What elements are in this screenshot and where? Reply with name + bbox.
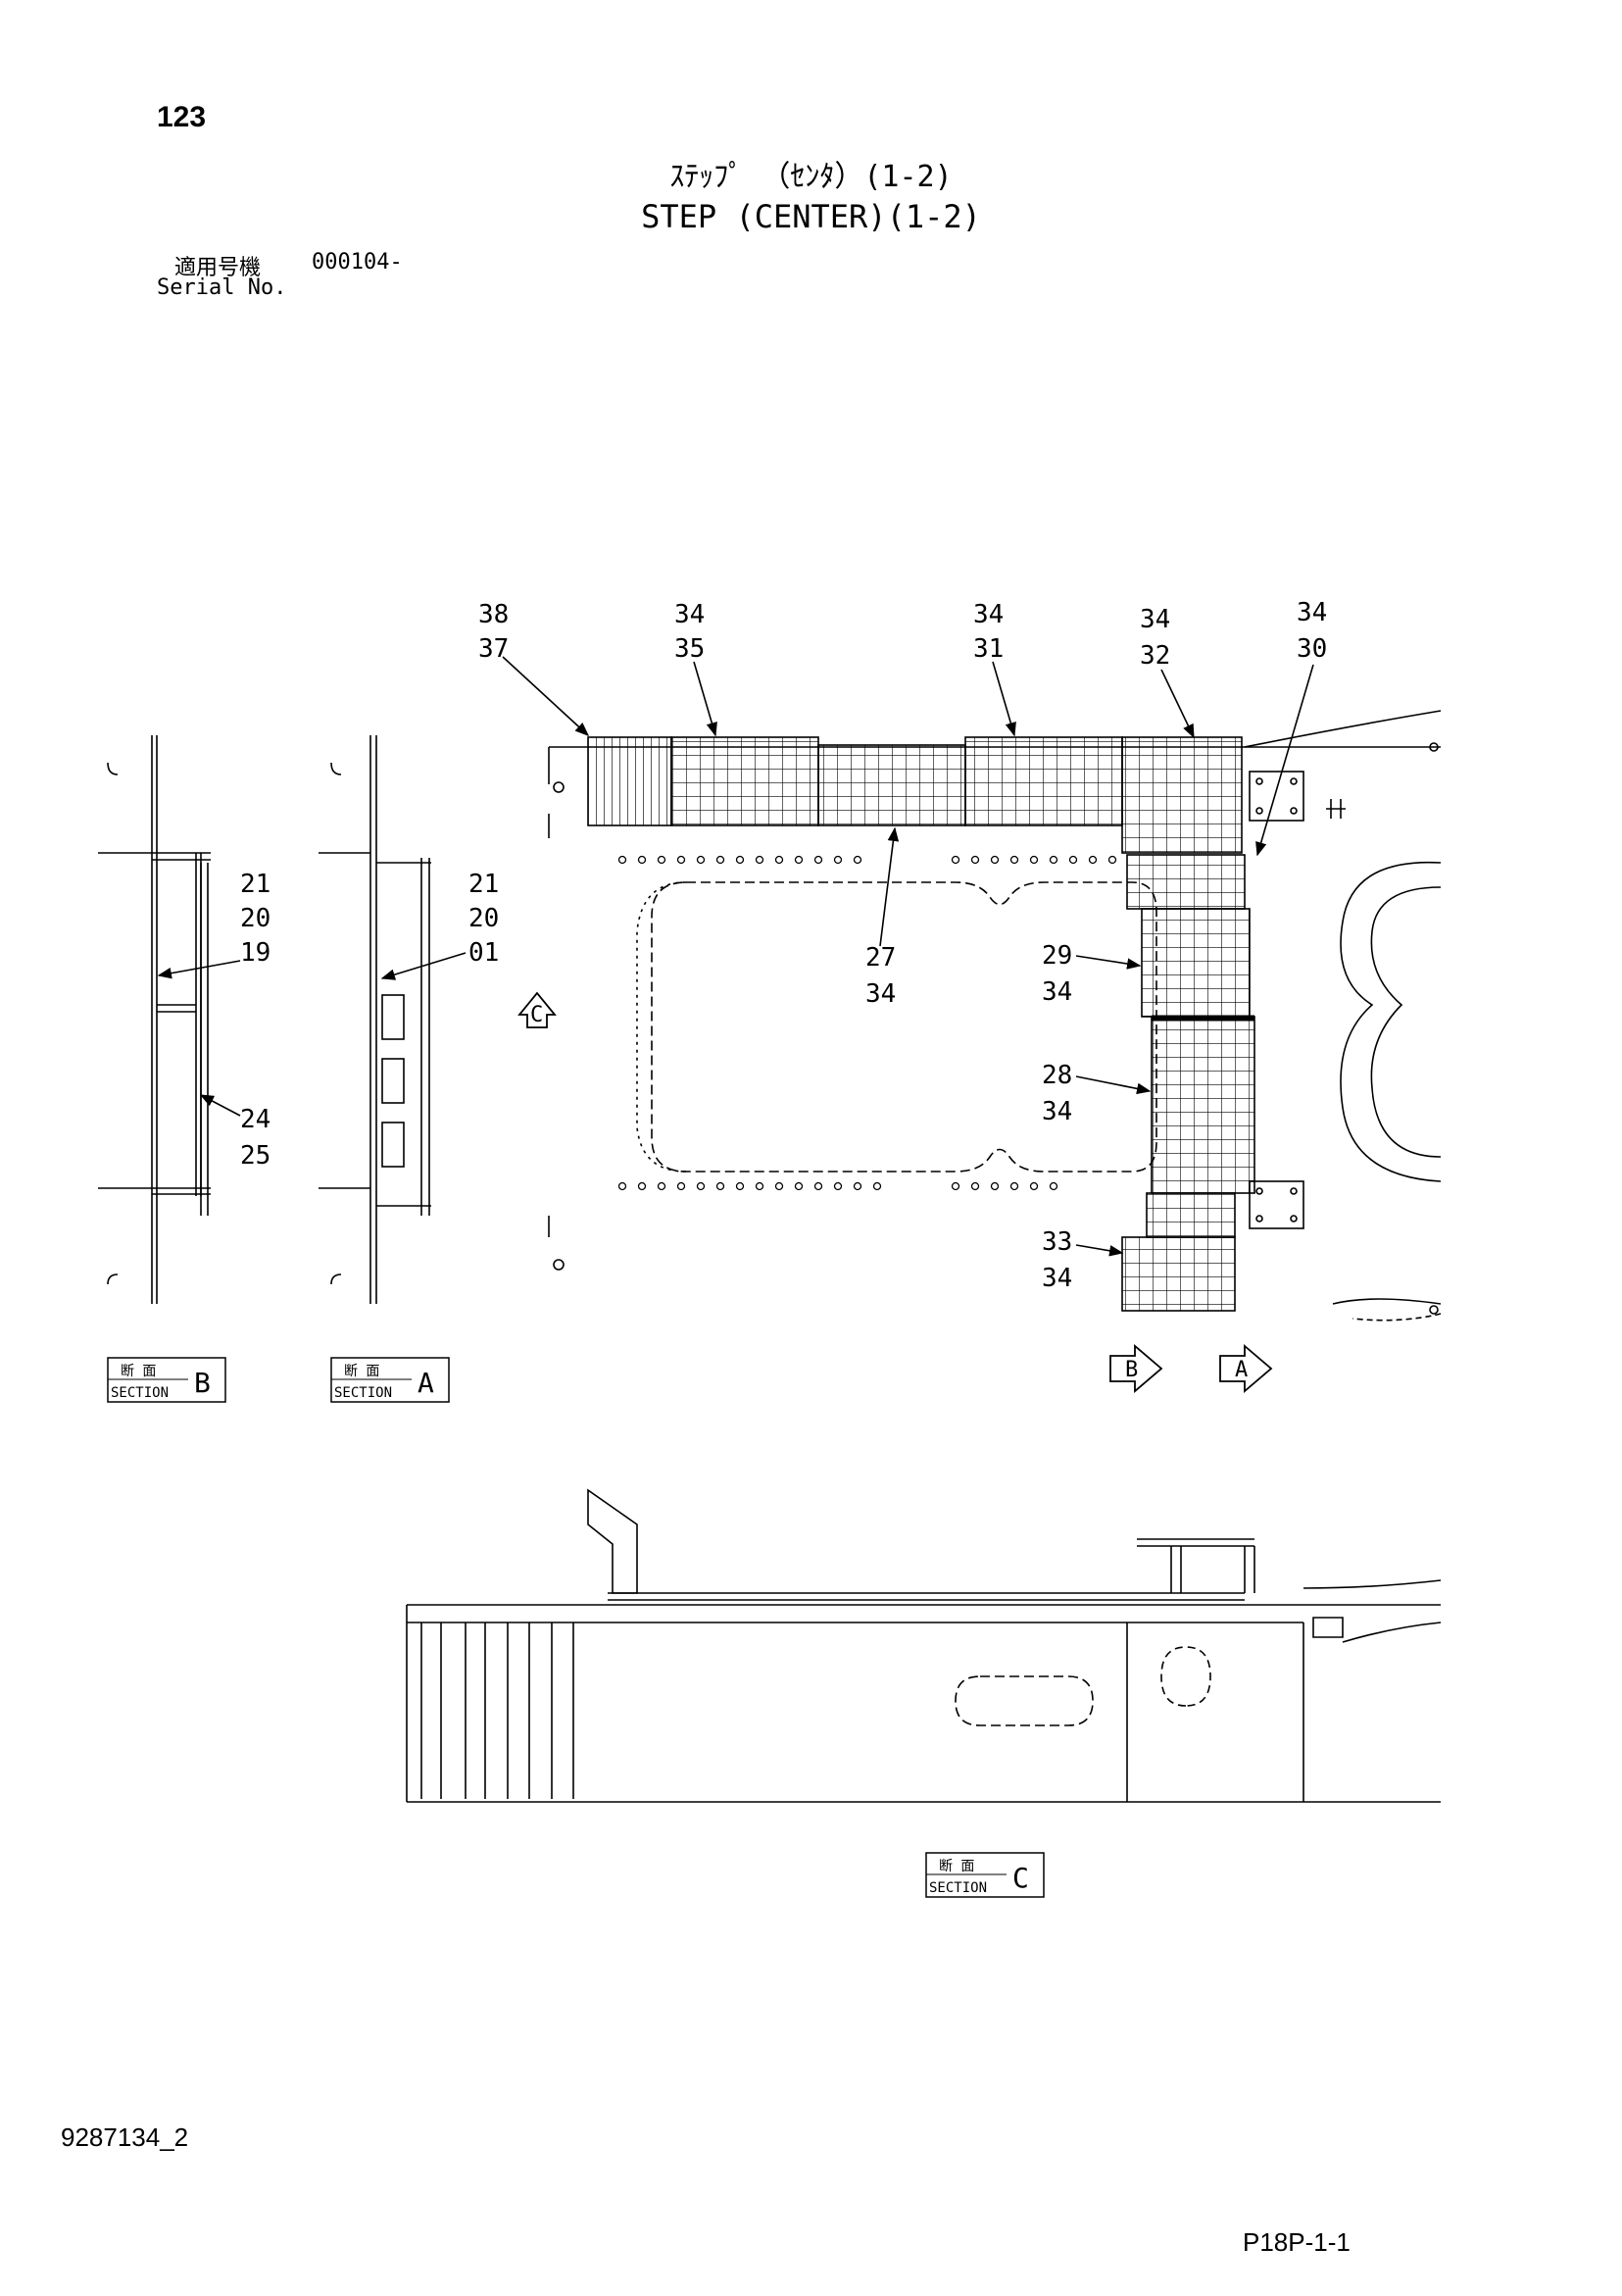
leader-38-37 — [502, 656, 590, 736]
callout-31: 31 — [973, 634, 1004, 664]
view-marker-c-icon — [517, 991, 557, 1028]
callout-34: 34 — [1140, 605, 1170, 634]
callout-25: 25 — [240, 1141, 270, 1171]
section-c-view — [406, 1488, 1442, 1803]
svg-text:C: C — [1012, 1862, 1029, 1894]
leader-21-20-01 — [380, 952, 467, 980]
section-b-view — [98, 735, 211, 1304]
section-label-b: 断 面 SECTION B — [107, 1357, 226, 1403]
callout-33: 33 — [1042, 1227, 1072, 1257]
callout-35: 35 — [674, 634, 705, 664]
title-japanese: ｽﾃｯﾌﾟ （ｾﾝﾀ）(1-2) — [669, 160, 953, 194]
svg-text:断 面: 断 面 — [939, 1859, 974, 1874]
leader-34-32 — [1160, 669, 1195, 739]
leader-27-34 — [879, 826, 900, 947]
svg-text:断 面: 断 面 — [344, 1364, 379, 1379]
serial-label-japanese: 適用号機 — [174, 256, 262, 280]
serial-value: 000104- — [312, 250, 403, 275]
callout-21: 21 — [468, 870, 499, 899]
svg-text:断 面: 断 面 — [121, 1364, 156, 1379]
leader-33-34 — [1075, 1244, 1124, 1257]
svg-text:A: A — [418, 1367, 434, 1399]
view-marker-c-label: C — [530, 1003, 543, 1027]
callout-34: 34 — [1297, 598, 1327, 627]
page-number: 123 — [157, 101, 207, 133]
callout-28: 28 — [1042, 1061, 1072, 1090]
serial-label-english: Serial No. — [157, 275, 287, 300]
view-marker-a-label: A — [1235, 1358, 1248, 1382]
svg-text:SECTION: SECTION — [111, 1385, 169, 1401]
callout-20: 20 — [468, 904, 499, 933]
callout-34: 34 — [1042, 1264, 1072, 1293]
leader-34-31 — [992, 661, 1016, 737]
title-english: STEP (CENTER)(1-2) — [641, 198, 981, 235]
leader-34-30 — [1255, 664, 1314, 857]
callout-21: 21 — [240, 870, 270, 899]
leader-24-25 — [199, 1094, 241, 1117]
callout-34: 34 — [865, 979, 896, 1009]
leader-28-34 — [1075, 1075, 1152, 1095]
section-label-c: 断 面 SECTION C — [925, 1852, 1045, 1898]
section-a-view — [319, 735, 431, 1304]
callout-24: 24 — [240, 1105, 270, 1134]
svg-text:SECTION: SECTION — [929, 1880, 987, 1896]
callout-01: 01 — [468, 938, 499, 968]
document-number: 9287134_2 — [61, 2122, 189, 2152]
leader-34-35 — [693, 661, 717, 737]
callout-37: 37 — [478, 634, 509, 664]
svg-text:B: B — [194, 1367, 211, 1399]
callout-27: 27 — [865, 943, 896, 973]
callout-29: 29 — [1042, 941, 1072, 971]
view-marker-b-label: B — [1125, 1358, 1138, 1382]
callout-30: 30 — [1297, 634, 1327, 664]
callout-38: 38 — [478, 600, 509, 629]
callout-19: 19 — [240, 938, 270, 968]
callout-34: 34 — [1042, 977, 1072, 1007]
view-marker-b-icon — [1109, 1344, 1163, 1393]
page-code: P18P-1-1 — [1243, 2227, 1351, 2257]
callout-32: 32 — [1140, 641, 1170, 671]
section-label-a: 断 面 SECTION A — [330, 1357, 450, 1403]
callout-20: 20 — [240, 904, 270, 933]
callout-34: 34 — [674, 600, 705, 629]
callout-34: 34 — [973, 600, 1004, 629]
leader-21-20-19 — [157, 960, 241, 979]
view-marker-a-icon — [1219, 1344, 1273, 1393]
callout-34: 34 — [1042, 1097, 1072, 1126]
svg-text:SECTION: SECTION — [334, 1385, 392, 1401]
leader-29-34 — [1075, 955, 1142, 970]
